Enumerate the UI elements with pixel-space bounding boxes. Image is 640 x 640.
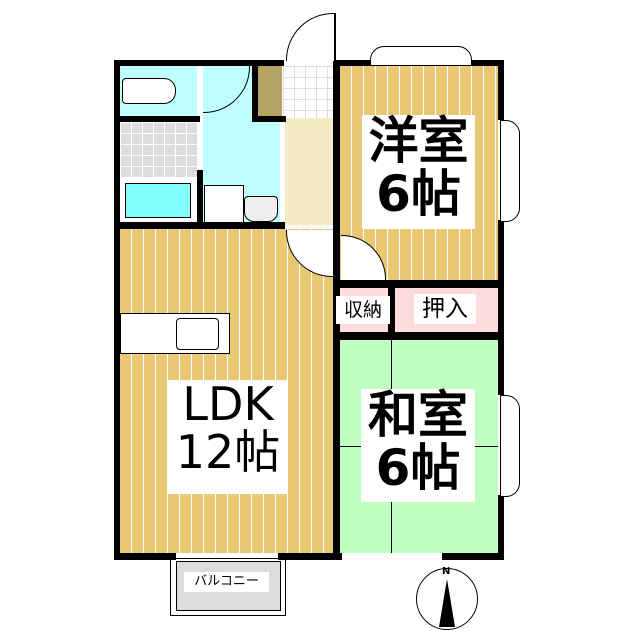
entrance-door (286, 13, 336, 61)
sink (244, 196, 278, 222)
compass-north-label: N (442, 566, 451, 577)
compass (416, 568, 478, 630)
western-room-label: 洋室 6帖 (362, 115, 475, 229)
hallway (285, 118, 333, 225)
north-arrow-icon (439, 579, 455, 627)
kitchen-counter (120, 313, 230, 354)
storage-label: 収納 (336, 296, 390, 324)
japanese-room-label: 和室 6帖 (361, 389, 475, 502)
toilet-fixture (122, 78, 176, 104)
washing-machine (204, 185, 244, 224)
bathtub (120, 178, 197, 222)
ldk-name: LDK (182, 377, 274, 431)
balcony-label: バルコニー (184, 572, 269, 592)
window (500, 120, 520, 222)
closet-label: 押入 (414, 294, 476, 324)
window (500, 395, 520, 497)
bathroom-floor (120, 122, 197, 178)
ldk-size: 12帖 (175, 425, 281, 480)
western-room-name: 洋室 (368, 112, 469, 170)
entrance (283, 66, 333, 118)
japanese-room-name: 和室 (368, 386, 468, 444)
japanese-room-size: 6帖 (375, 438, 461, 497)
window (370, 46, 472, 66)
western-room-size: 6帖 (376, 164, 461, 223)
storage-brown (258, 66, 282, 116)
ldk-label: LDK 12帖 (168, 380, 288, 494)
